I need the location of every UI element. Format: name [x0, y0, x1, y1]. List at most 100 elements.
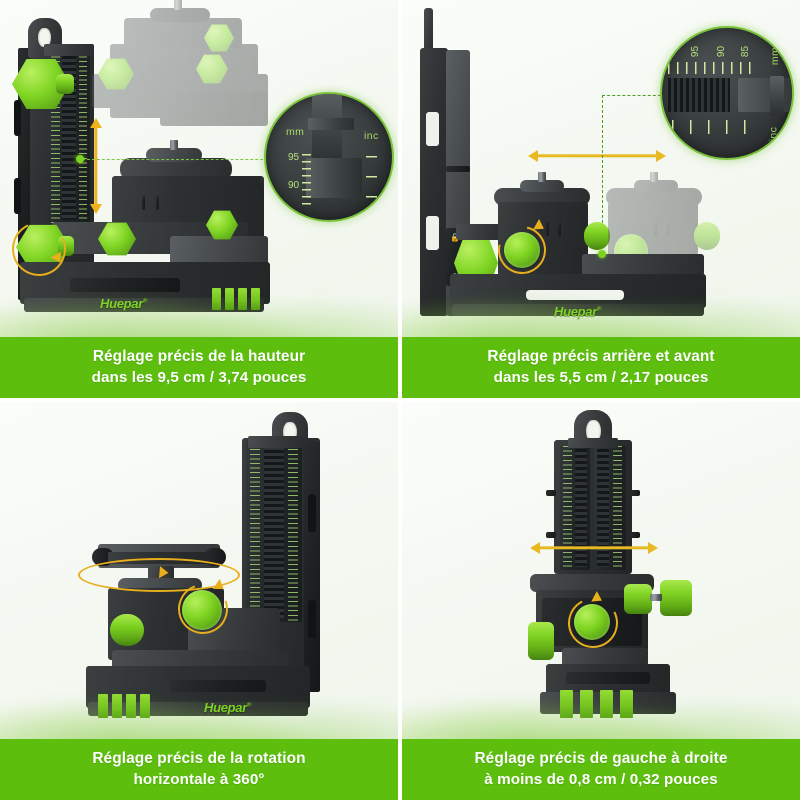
magnifier-unit-inc: inc — [767, 126, 780, 142]
base-grip-pad-2 — [112, 694, 122, 718]
lower-mount-screw — [170, 140, 178, 150]
magnifier-unit-inc: inc — [364, 130, 379, 142]
plate-top-bridge — [568, 438, 618, 448]
caption-line-2: à moins de 0,8 cm / 0,32 pouces — [484, 770, 718, 788]
lower-mount-face-line-a — [142, 196, 145, 210]
head-top-plate — [530, 574, 654, 592]
lower-left-knob-shaft — [58, 236, 74, 256]
slide-rail — [582, 254, 704, 276]
magnifier-leader-horizontal — [602, 95, 666, 96]
left-knob[interactable] — [528, 622, 554, 660]
rail-notch-a — [446, 166, 470, 172]
base-grip-pad-1 — [98, 694, 108, 718]
plate-side-lug-left-a — [546, 490, 556, 496]
right-knob-outer[interactable] — [660, 580, 692, 616]
caption-panel-2: Réglage précis arrière et avant dans les… — [402, 337, 800, 398]
right-knob-inner[interactable] — [624, 584, 652, 614]
vertical-rail-right-edge — [304, 442, 320, 692]
magnifier-slider-body — [738, 78, 792, 112]
brand-logo-text: Huepar — [554, 304, 597, 319]
base-grip-pad-3 — [238, 288, 247, 310]
panel-4-illustration — [402, 402, 800, 739]
magnifier-height-scale: mm inc 95 90 — [264, 92, 394, 222]
base-recess — [566, 672, 650, 684]
right-knob-shaft — [650, 594, 662, 601]
magnifier-slider-lip — [308, 118, 354, 130]
base-upper — [562, 648, 648, 666]
panel-1-illustration: Huepar® mm inc 95 90 — [0, 0, 398, 337]
center-adjust-knob[interactable] — [574, 604, 610, 640]
caption-line-2: horizontale à 360° — [133, 770, 265, 788]
magnifier-slot-row — [668, 78, 730, 112]
base-recess — [70, 278, 180, 292]
base-grip-pad-3 — [126, 694, 136, 718]
base-recess — [170, 680, 266, 692]
upper-left-knob-shaft — [56, 74, 74, 94]
rail-antenna — [424, 8, 433, 60]
caption-panel-4: Réglage précis de gauche à droite à moin… — [402, 739, 800, 800]
scale-slot — [62, 56, 76, 220]
mount-solid-line-b — [558, 222, 561, 236]
magnifier-unit-mm: mm — [769, 46, 782, 66]
magnifier-number-95a: 95 — [690, 45, 702, 58]
panel-3-illustration: Huepar® — [0, 402, 398, 739]
bracket-slot-upper — [14, 100, 21, 136]
gutter-vertical-top — [398, 0, 402, 398]
vertical-scale-plate — [48, 52, 90, 224]
scale-right-ticks — [613, 446, 622, 570]
caption-line-2: dans les 5,5 cm / 2,17 pouces — [493, 368, 709, 386]
caption-line-1: Réglage précis de la rotation — [92, 750, 306, 768]
hanger-hole — [586, 420, 601, 442]
scale-ticks-right — [288, 440, 298, 622]
mount-solid-side-knob[interactable] — [584, 222, 610, 250]
plate-side-lug-right-b — [630, 532, 640, 538]
base-grip-pad-4 — [140, 694, 150, 718]
magnifier-ticks-mm — [302, 154, 311, 210]
brand-mark: ® — [247, 702, 252, 709]
panel-height-adjustment: Huepar® mm inc 95 90 — [0, 0, 398, 398]
rail-slot-lower — [308, 600, 316, 638]
scale-top-clamp — [44, 44, 94, 56]
brand-logo-text: Huepar — [204, 700, 247, 715]
mount-solid-top-cap — [494, 188, 590, 206]
brand-logo-text: Huepar — [100, 296, 143, 311]
magnifier-number-90: 90 — [716, 45, 728, 58]
brand-mark: ® — [597, 306, 602, 313]
caption-line-1: Réglage précis arrière et avant — [487, 348, 715, 366]
plate-side-lug-left-b — [546, 532, 556, 538]
base-grip-pad-1 — [212, 288, 221, 310]
brand-mark: ® — [143, 298, 148, 305]
head-side-knob[interactable] — [110, 614, 144, 646]
mount-solid-knob[interactable] — [504, 232, 540, 268]
rotation-lock-knob[interactable] — [182, 590, 222, 630]
rotation-pivot — [148, 566, 174, 580]
base-grip-pad-2 — [580, 690, 593, 718]
panel-left-right-adjustment: Réglage précis de gauche à droite à moin… — [402, 402, 800, 800]
mount-solid-screw — [538, 172, 546, 182]
magnifier-ticks-mm — [668, 62, 754, 74]
magnifier-number-95: 95 — [288, 152, 300, 163]
magnifier-slider-lip — [770, 76, 784, 116]
slide-reference-dot — [598, 250, 606, 258]
magnifier-slider-bar — [312, 94, 342, 166]
caption-panel-1: Réglage précis de la hauteur dans les 9,… — [0, 337, 398, 398]
caption-line-1: Réglage précis de gauche à droite — [474, 750, 728, 768]
lower-mount-top-cap — [120, 158, 232, 180]
gutter-center-cross — [398, 398, 402, 402]
mount-solid-collar — [520, 180, 564, 192]
lower-mount-tripod-collar — [146, 148, 202, 162]
scale-right-slot — [597, 449, 609, 567]
magnifier-ticks-inc — [366, 156, 377, 208]
scale-plate-left — [560, 446, 590, 570]
hanger-hole — [38, 28, 51, 47]
scale-ticks-left — [250, 440, 260, 622]
magnifier-slider-body — [306, 158, 362, 198]
bracket-slot-lower — [14, 178, 21, 214]
base-foot — [452, 304, 704, 316]
scale-plate-right — [594, 446, 626, 570]
vertical-scale-plate — [246, 440, 302, 622]
rail-window-upper — [426, 112, 439, 146]
base-grip-pad-1 — [560, 690, 573, 718]
vertical-rail-main — [420, 48, 448, 316]
